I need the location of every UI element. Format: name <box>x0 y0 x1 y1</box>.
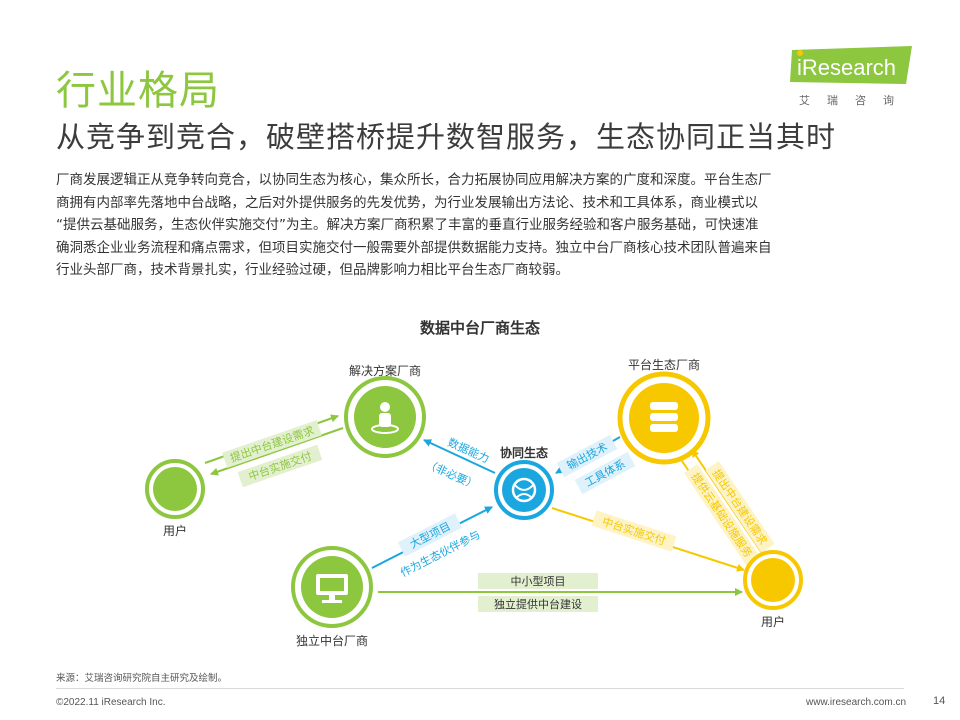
node-solution-vendor: 解决方案厂商 <box>344 363 426 458</box>
node-label: 解决方案厂商 <box>349 363 421 378</box>
page-subtitle: 从竞争到竞合，破壁搭桥提升数智服务，生态协同正当其时 <box>56 120 837 154</box>
logo-text: iResearch <box>797 55 897 80</box>
database-icon <box>650 402 678 432</box>
node-user-left: 用户 <box>145 459 205 538</box>
globe-icon <box>511 477 537 503</box>
logo-flag-icon <box>790 46 912 84</box>
node-label: 平台生态厂商 <box>628 357 700 372</box>
edge-independent-to-user-right: 中小型项目 独立提供中台建设 <box>378 573 743 612</box>
intro-line: 确洞悉企业业务流程和痛点需求，但项目实施交付一般需要外部提供数据能力支持。独立中… <box>56 239 772 256</box>
source-note: 来源：艾瑞咨询研究院自主研究及绘制。 <box>56 673 228 684</box>
node-user-right: 用户 <box>743 550 803 629</box>
edge-center-to-solution: 数据能力 （非必要） <box>423 435 496 492</box>
node-label: 协同生态 <box>500 445 548 460</box>
edge-independent-to-center: 大型项目 作为生态伙伴参与 <box>371 506 493 580</box>
edge-user-to-solution: 提出中台建设需求 中台实施交付 <box>204 414 344 488</box>
node-label: 独立中台厂商 <box>296 633 368 648</box>
node-label: 用户 <box>163 523 187 538</box>
node-independent-vendor: 独立中台厂商 <box>291 546 373 648</box>
node-collaborative-ecosystem: 协同生态 <box>494 445 554 520</box>
intro-line: 厂商发展逻辑正从竞争转向竞合，以协同生态为核心，集众所长，合力拓展协同应用解决方… <box>56 172 772 188</box>
copyright: ©2022.11 iResearch Inc. <box>56 697 166 708</box>
website-link[interactable]: www.iresearch.com.cn <box>806 697 907 708</box>
diagram-title: 数据中台厂商生态 <box>420 319 540 337</box>
node-platform-vendor: 平台生态厂商 <box>617 357 711 465</box>
person-icon <box>371 402 399 434</box>
edge-platform-user-right: 提出中台建设需求 提供云基础设施服务 <box>679 449 775 566</box>
logo-subtext: 艾瑞咨询 <box>799 94 911 107</box>
intro-line: 行业头部厂商，技术背景扎实，行业经验过硬，但品牌影响力相比平台生态厂商较弱。 <box>56 262 569 278</box>
intro-line: “提供云基础服务，生态伙伴实施交付”为主。解决方案厂商积累了丰富的垂直行业服务经… <box>56 217 759 233</box>
edge-label: 中小型项目 <box>511 574 566 588</box>
edge-platform-to-center: 输出技术 工具体系 <box>555 434 636 495</box>
monitor-icon <box>316 574 348 603</box>
footer-divider <box>56 688 904 689</box>
edge-label: 独立提供中台建设 <box>494 597 582 611</box>
page-number: 14 <box>933 695 946 707</box>
page-title: 行业格局 <box>56 68 220 114</box>
intro-paragraph: 厂商发展逻辑正从竞争转向竞合，以协同生态为核心，集众所长，合力拓展协同应用解决方… <box>56 169 908 282</box>
iresearch-logo: iResearch 艾瑞咨询 <box>788 44 916 108</box>
intro-line: 商拥有内部率先落地中台战略，之后对外提供服务的先发优势，为行业发展输出方法论、技… <box>56 194 758 211</box>
node-label: 用户 <box>761 614 785 629</box>
